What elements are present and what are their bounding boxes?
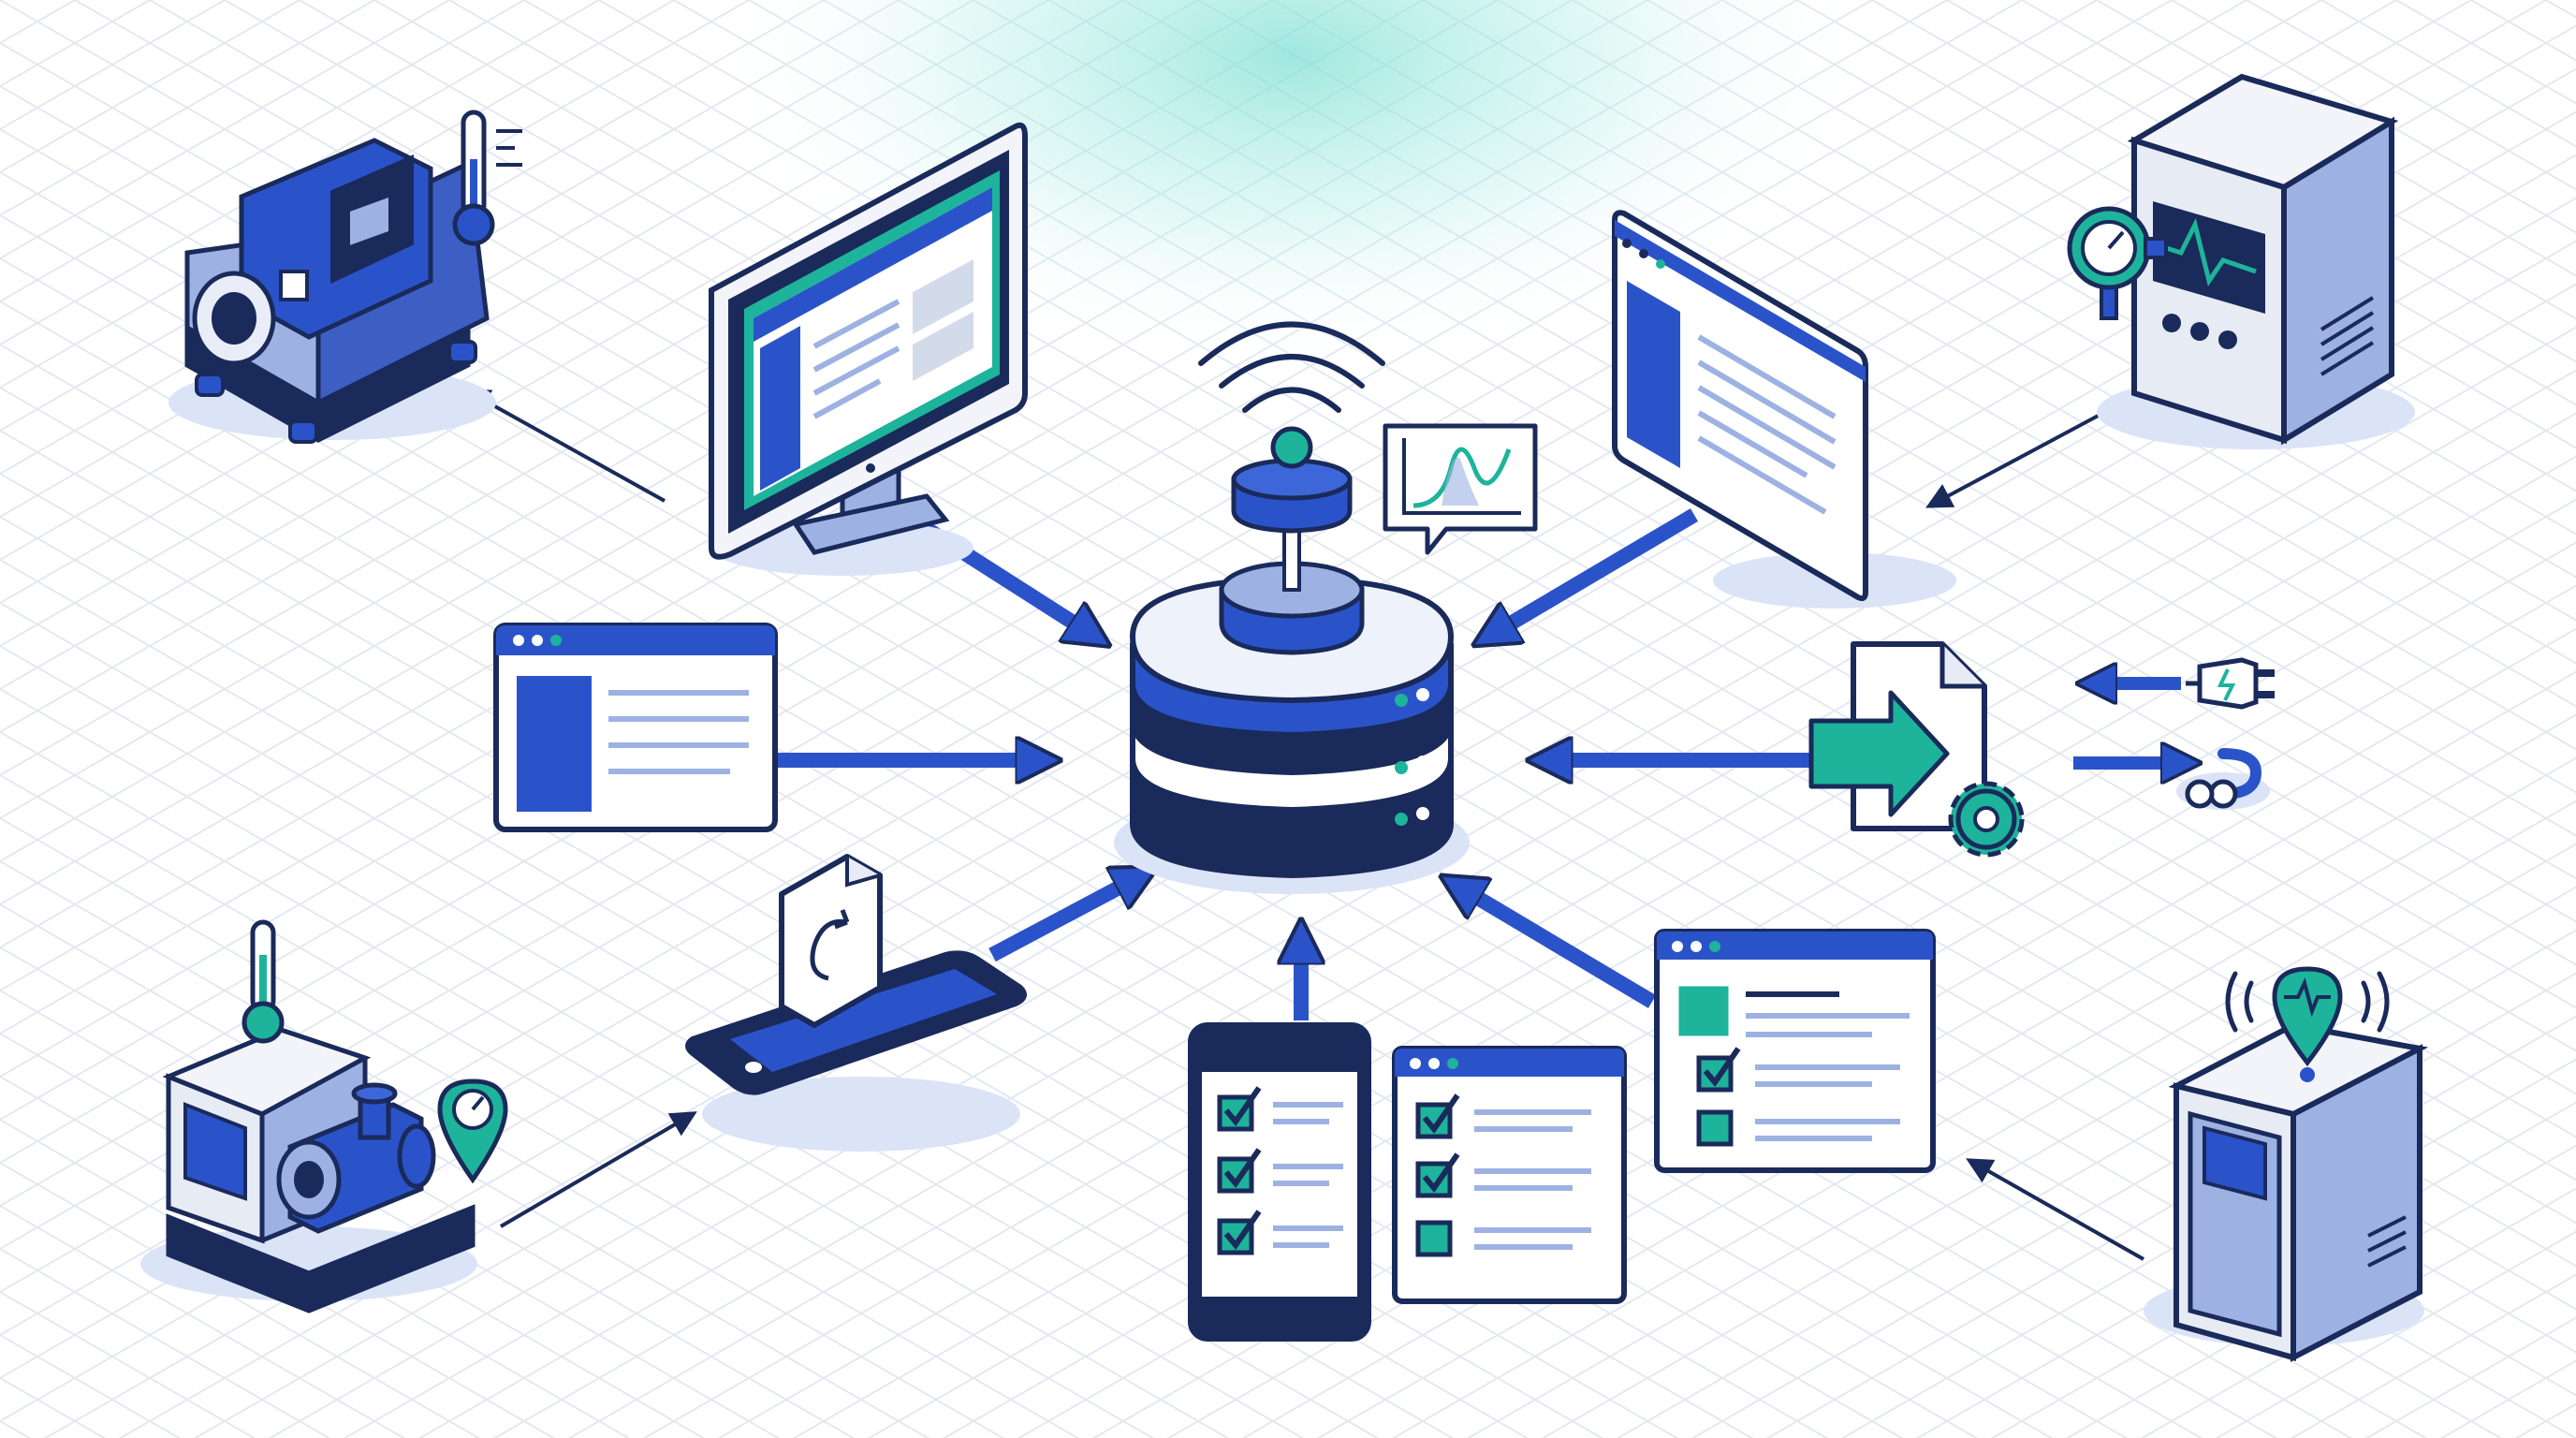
gauge-location-pin-icon — [437, 1078, 508, 1184]
sync-document-icon — [779, 854, 883, 1028]
tablet-sync — [685, 854, 1027, 1152]
power-plug-icon — [2186, 657, 2275, 710]
arrow-tablet-to-hub — [988, 875, 1142, 962]
task-window — [1654, 929, 1936, 1173]
broadcast-waves-icon — [1198, 321, 1385, 413]
wireless-sensor-pin-icon — [2225, 966, 2390, 1082]
connection-arrows — [463, 389, 2186, 1261]
central-hub — [1114, 321, 1538, 894]
gear-icon — [1948, 781, 2025, 858]
web-panel-top-right — [1612, 210, 1956, 609]
antenna-node-icon — [1231, 426, 1353, 592]
pressure-gauge-icon — [2067, 206, 2168, 320]
web-dashboard-icon — [754, 187, 992, 496]
server-status-lights-icon — [1395, 688, 1429, 826]
analytics-graph-icon — [1383, 423, 1538, 555]
web-window-left — [493, 623, 778, 832]
thermometer-icon — [452, 110, 522, 246]
data-transfer — [1808, 641, 2275, 858]
pump-icon — [276, 1082, 436, 1234]
heartbeat-display-icon — [2153, 201, 2265, 314]
browser-window-icon — [1627, 281, 1837, 515]
thermometer-icon — [242, 919, 285, 1044]
document-export-icon — [1808, 641, 1987, 831]
control-cabinet — [2067, 73, 2415, 449]
checklist-icon — [1678, 986, 1910, 1147]
cnc-machine — [168, 110, 522, 444]
checklist-icon — [1415, 1093, 1591, 1257]
connector-link-icon — [2176, 748, 2270, 810]
desktop-monitor — [709, 122, 1028, 576]
browser-window-icon — [517, 676, 749, 812]
arrow-panel-to-hub — [1488, 508, 1699, 637]
checklist-icon — [1217, 1086, 1343, 1255]
checklist-window — [1392, 1046, 1627, 1304]
arrow-pump-to-tablet — [499, 1111, 697, 1228]
pump-machine — [140, 919, 508, 1313]
arrow-to-cnc — [463, 389, 666, 503]
arrow-sensor-to-task — [1966, 1158, 2144, 1261]
sensor-cabinet — [2144, 966, 2429, 1362]
mobile-checklist — [1188, 1022, 1371, 1342]
arrow-task-to-hub — [1456, 885, 1657, 1008]
